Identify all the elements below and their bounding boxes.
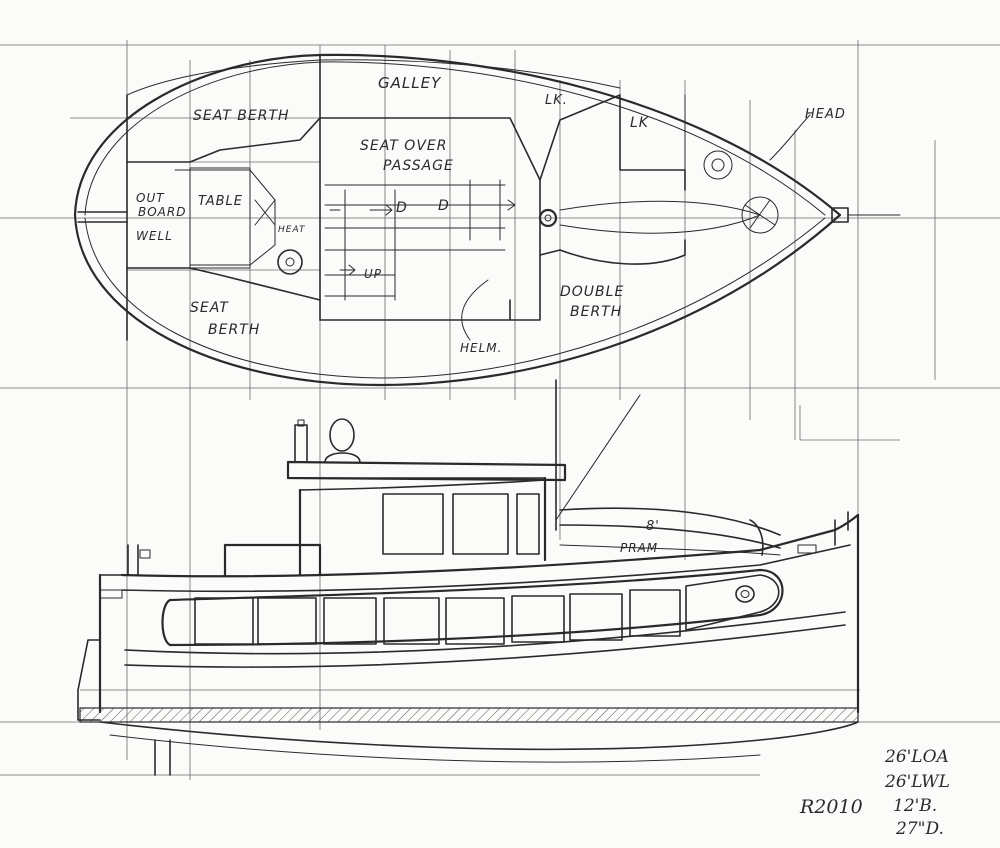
- side-windows: [194, 574, 780, 645]
- label-lk: LK: [630, 115, 650, 131]
- spec-lwl: 26'LWL: [884, 772, 950, 792]
- profile-view: 8' PRAM: [77, 379, 860, 776]
- label-berth-right: BERTH: [570, 304, 622, 320]
- label-double: DOUBLE: [560, 284, 624, 300]
- plan-view: [73, 53, 901, 387]
- specs-block: 26'LOA 26'LWL 12'B. 27"D.: [884, 747, 950, 839]
- label-table: TABLE: [198, 194, 243, 209]
- label-seat-berth-top: SEAT BERTH: [193, 108, 290, 124]
- spec-beam: 12'B.: [893, 796, 937, 816]
- label-d-right: D: [438, 198, 450, 214]
- label-lk-small: LK.: [545, 93, 568, 108]
- spec-loa: 26'LOA: [884, 747, 949, 767]
- label-pram-size: 8': [646, 519, 660, 534]
- label-heat: HEAT: [278, 225, 306, 235]
- waterline-bar: [79, 707, 859, 723]
- plan-arrows: [329, 199, 516, 276]
- spec-draft: 27"D.: [895, 819, 944, 839]
- label-seat-over: SEAT OVER: [360, 138, 447, 154]
- label-seat: SEAT: [190, 300, 229, 316]
- label-pram: PRAM: [620, 541, 658, 555]
- label-helm: HELM.: [460, 341, 502, 355]
- label-passage: PASSAGE: [383, 158, 454, 174]
- label-well: WELL: [136, 229, 173, 243]
- label-board: BOARD: [138, 205, 186, 219]
- label-up: UP: [364, 267, 382, 281]
- label-head: HEAD: [805, 107, 846, 122]
- guide-lines: [0, 40, 1000, 780]
- label-berth-bottom: BERTH: [208, 322, 260, 338]
- signature: R2010: [799, 796, 863, 818]
- plan-labels: GALLEY SEAT BERTH SEAT OVER PASSAGE LK. …: [136, 74, 846, 355]
- label-out: OUT: [136, 191, 165, 205]
- label-d-left: D: [396, 200, 408, 216]
- label-galley: GALLEY: [378, 74, 442, 92]
